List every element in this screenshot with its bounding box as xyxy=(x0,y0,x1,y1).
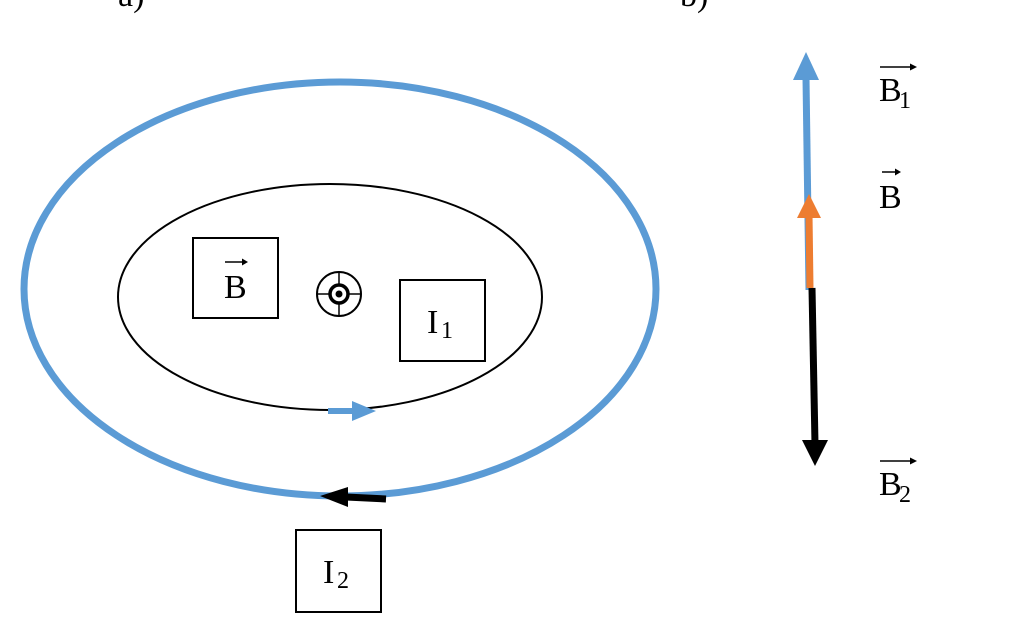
outer-loop-direction-arrow xyxy=(320,487,387,507)
field-label-box: B xyxy=(192,237,279,319)
b-label-group: B xyxy=(879,168,902,216)
inner-current-label-box: I 1 xyxy=(399,279,486,362)
b1-label: B xyxy=(879,72,902,109)
b2-vector-arrow xyxy=(802,287,828,466)
inner-loop-direction-arrow xyxy=(328,401,376,421)
b1-subscript: 1 xyxy=(899,88,911,114)
b-label: B xyxy=(879,179,902,216)
b1-vector-arrow xyxy=(793,52,819,291)
b2-subscript: 2 xyxy=(899,482,911,508)
field-label: B xyxy=(224,269,247,306)
outer-current-label: I xyxy=(323,554,334,591)
outer-current-subscript: 2 xyxy=(337,568,349,594)
out-of-page-field-icon xyxy=(316,271,362,317)
vector-arrow-icon xyxy=(225,258,248,266)
b2-label-group: B 2 xyxy=(879,457,917,508)
b1-label-group: B 1 xyxy=(879,63,917,114)
inner-current-subscript: 1 xyxy=(441,318,453,344)
inner-current-label: I xyxy=(427,304,438,341)
figure-a-label: a) xyxy=(118,0,144,14)
figure-b-label: b) xyxy=(680,0,708,14)
b-resultant-vector-arrow xyxy=(797,194,821,289)
outer-current-label-box: I 2 xyxy=(295,529,382,613)
b2-label: B xyxy=(879,466,902,503)
